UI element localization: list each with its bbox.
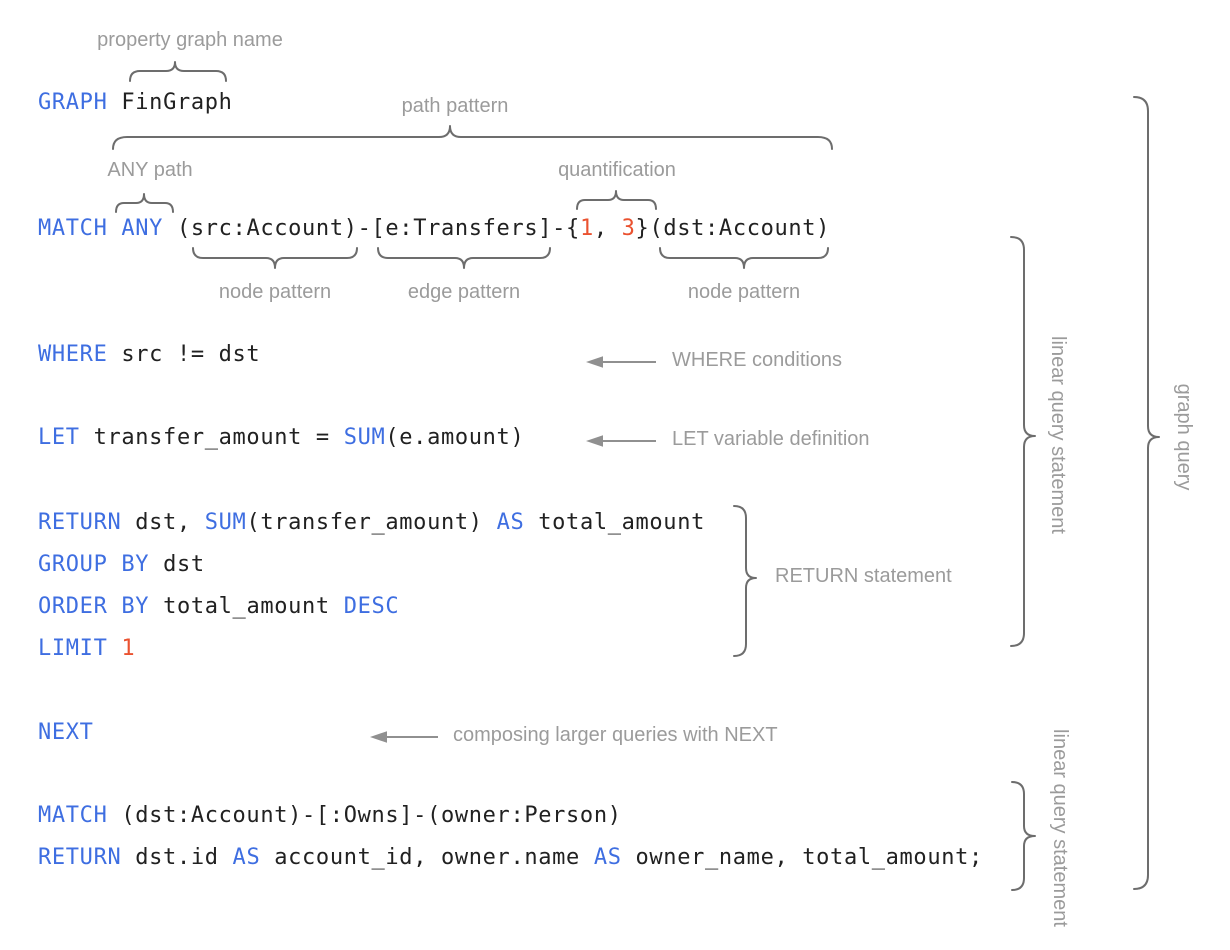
brace-linear-query-statement-1 [1010, 236, 1036, 647]
label-quantification: quantification [558, 159, 676, 181]
left-arrow-icon-where [586, 356, 656, 368]
code-line-group-by: GROUP BY dst [38, 552, 205, 577]
brace-linear-query-statement-2 [1011, 781, 1036, 891]
code-line-next: NEXT [38, 720, 94, 745]
label-property-graph-name: property graph name [97, 29, 283, 51]
label-any-path: ANY path [107, 159, 193, 181]
code-line-graph: GRAPH FinGraph [38, 90, 233, 115]
code-line-return: RETURN dst, SUM(transfer_amount) AS tota… [38, 510, 705, 535]
underbrace-edge-pattern [377, 247, 551, 269]
overbrace-property-graph-name [129, 61, 227, 82]
brace-graph-query [1133, 96, 1160, 890]
overbrace-quantification [576, 190, 657, 210]
overbrace-any-path [115, 193, 174, 213]
label-return-statement: RETURN statement [775, 565, 952, 587]
label-where-conditions: WHERE conditions [672, 349, 843, 371]
code-line-match-any: MATCH ANY (src:Account)-[e:Transfers]-{1… [38, 216, 831, 241]
label-node-pattern-right: node pattern [687, 281, 801, 303]
left-arrow-icon-next [370, 731, 438, 743]
code-line-limit: LIMIT 1 [38, 636, 136, 661]
label-node-pattern-left: node pattern [218, 281, 332, 303]
brace-return-statement [733, 505, 757, 657]
code-line-let: LET transfer_amount = SUM(e.amount) [38, 425, 525, 450]
overbrace-path-pattern [112, 125, 833, 150]
label-graph-query: graph query [1173, 383, 1195, 491]
code-line-final-return: RETURN dst.id AS account_id, owner.name … [38, 845, 983, 870]
code-line-match-owns: MATCH (dst:Account)-[:Owns]-(owner:Perso… [38, 803, 622, 828]
underbrace-node-pattern-left [192, 247, 358, 269]
code-line-where: WHERE src != dst [38, 342, 261, 367]
label-next-composition: composing larger queries with NEXT [453, 724, 778, 746]
label-edge-pattern: edge pattern [407, 281, 521, 303]
label-linear-query-statement-1: linear query statement [1047, 336, 1069, 534]
label-path-pattern: path pattern [401, 95, 509, 117]
left-arrow-icon-let [586, 435, 656, 447]
label-linear-query-statement-2: linear query statement [1049, 729, 1071, 927]
code-line-order-by: ORDER BY total_amount DESC [38, 594, 400, 619]
label-let-variable-definition: LET variable definition [672, 428, 870, 450]
underbrace-node-pattern-right [659, 247, 829, 269]
